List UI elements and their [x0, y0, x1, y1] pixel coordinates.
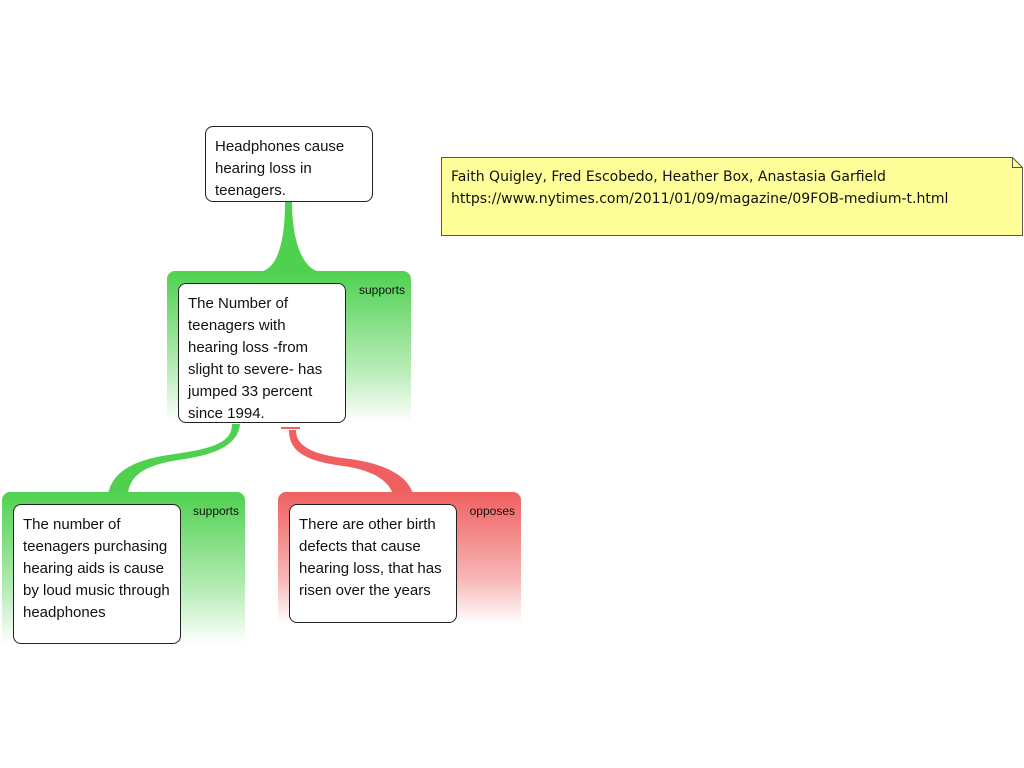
reason1-box[interactable]: The Number of teenagers with hearing los…	[178, 283, 346, 423]
note-url: https://www.nytimes.com/2011/01/09/magaz…	[451, 191, 949, 207]
reason2-box[interactable]: The number of teenagers purchasing heari…	[13, 504, 181, 644]
objection1-box[interactable]: There are other birth defects that cause…	[289, 504, 457, 623]
sticky-note[interactable]: Faith Quigley, Fred Escobedo, Heather Bo…	[441, 157, 1023, 236]
note-shape	[441, 157, 1023, 236]
reason2-support-label: supports	[192, 504, 239, 518]
reason1-support-label: supports	[358, 283, 405, 297]
reason1-to-objection1-connector	[289, 430, 413, 494]
note-authors: Faith Quigley, Fred Escobedo, Heather Bo…	[451, 169, 886, 185]
claim-box[interactable]: Headphones cause hearing loss in teenage…	[205, 126, 373, 202]
claim-to-reason1-connector	[260, 202, 320, 272]
reason1-to-reason2-connector	[108, 424, 240, 494]
objection1-oppose-label: opposes	[469, 504, 515, 518]
